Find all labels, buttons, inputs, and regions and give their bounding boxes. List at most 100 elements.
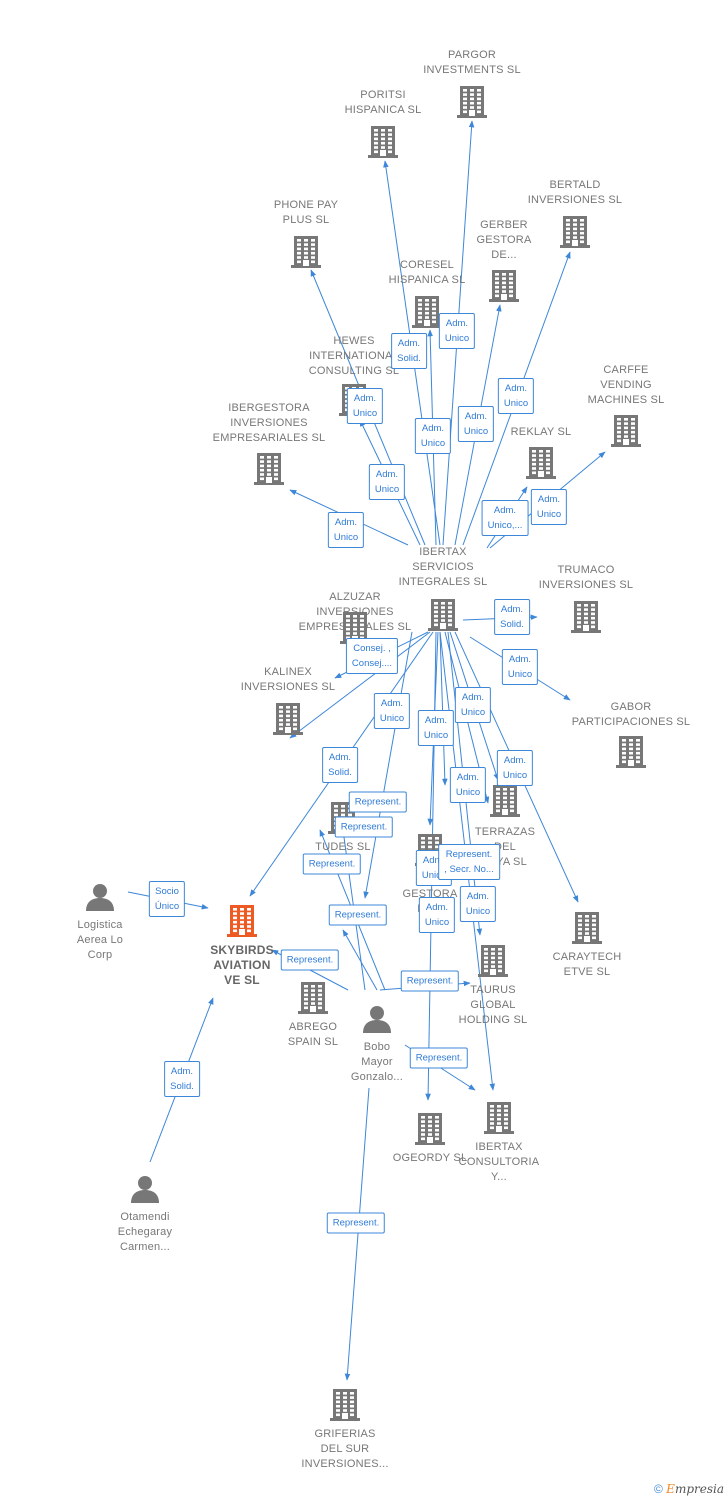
node-label: HEWES INTERNATIONAL CONSULTING SL xyxy=(308,335,400,377)
edge-label[interactable]: Represent. xyxy=(400,970,460,992)
footer-brand: © Empresia xyxy=(654,1482,724,1496)
node-trumaco[interactable]: TRUMACO INVERSIONES SL xyxy=(526,563,646,633)
node-reklay[interactable]: REKLAY SL xyxy=(481,425,601,479)
edge-label[interactable]: Adm. Unico xyxy=(501,649,539,685)
node-label: SKYBIRDS AVIATION VE SL xyxy=(210,943,274,987)
node-logistica[interactable]: Logistica Aerea Lo Corp xyxy=(40,884,160,963)
node-abrego[interactable]: ABREGO SPAIN SL xyxy=(253,982,373,1050)
node-label: PHONE PAY PLUS SL xyxy=(273,199,339,226)
node-skybirds[interactable]: SKYBIRDS AVIATION VE SL xyxy=(182,905,302,988)
building-icon xyxy=(412,294,442,328)
building-icon xyxy=(616,734,646,768)
node-label: BERTALD INVERSIONES SL xyxy=(527,179,623,206)
building-icon xyxy=(273,701,303,735)
node-coresel[interactable]: CORESEL HISPANICA SL xyxy=(367,258,487,328)
edge-line xyxy=(342,929,378,991)
building-icon xyxy=(484,1100,514,1134)
node-label: GRIFERIAS DEL SUR INVERSIONES... xyxy=(301,1428,389,1470)
node-alzuzar[interactable]: ALZUZAR INVERSIONES EMPRESARIALES SL xyxy=(295,590,415,644)
building-icon xyxy=(457,84,487,118)
edge-label[interactable]: Adm. Unico xyxy=(459,886,497,922)
edge-label[interactable]: Represent. xyxy=(328,904,388,926)
edge-line xyxy=(363,631,413,899)
node-poritsi[interactable]: PORITSI HISPANICA SL xyxy=(323,88,443,158)
edge-label[interactable]: Represent. xyxy=(334,816,394,838)
node-gerber[interactable]: GERBER GESTORA DE... xyxy=(444,218,564,302)
building-icon xyxy=(611,413,641,447)
edge-label[interactable]: Adm. Solid. xyxy=(322,747,358,783)
node-label: CARAYTECH ETVE SL xyxy=(552,951,622,978)
person-icon xyxy=(362,1004,392,1038)
edge-label[interactable]: Adm. Unico xyxy=(418,897,456,933)
node-phonepay[interactable]: PHONE PAY PLUS SL xyxy=(246,198,366,268)
building-icon xyxy=(415,1111,445,1145)
edge-label[interactable]: Adm. Unico xyxy=(454,687,492,723)
building-icon xyxy=(428,597,458,631)
building-icon xyxy=(571,599,601,633)
node-ogeordy[interactable]: OGEORDY SL xyxy=(370,1113,490,1166)
building-icon xyxy=(227,903,257,937)
building-icon xyxy=(254,451,284,485)
node-taurus[interactable]: TAURUS GLOBAL HOLDING SL xyxy=(433,945,553,1028)
edge-label[interactable]: Represent. xyxy=(280,949,340,971)
building-icon xyxy=(298,980,328,1014)
edge-label[interactable]: Socio Único xyxy=(148,881,186,917)
edge-label[interactable]: Represent. xyxy=(326,1212,386,1234)
edge-label[interactable]: Adm. Unico xyxy=(497,378,535,414)
edge-label[interactable]: Adm. Unico xyxy=(530,489,568,525)
brand-logo: Empresia xyxy=(666,1482,724,1496)
edge-label[interactable]: Adm. Unico xyxy=(368,464,406,500)
edge-label[interactable]: Represent. xyxy=(348,791,408,813)
node-ibergestora[interactable]: IBERGESTORA INVERSIONES EMPRESARIALES SL xyxy=(209,401,329,485)
edge-label[interactable]: Adm. Solid. xyxy=(494,599,530,635)
node-label: Logistica Aerea Lo Corp xyxy=(76,919,124,961)
node-label: Bobo Mayor Gonzalo... xyxy=(350,1041,404,1083)
edge-label[interactable]: Represent. , Secr. No... xyxy=(438,844,500,880)
building-icon xyxy=(330,1387,360,1421)
node-griferias[interactable]: GRIFERIAS DEL SUR INVERSIONES... xyxy=(285,1389,405,1472)
edge-line xyxy=(289,631,431,739)
edge-line xyxy=(439,631,448,786)
edge-label[interactable]: Adm. Unico xyxy=(373,693,411,729)
node-kalinex[interactable]: KALINEX INVERSIONES SL xyxy=(228,665,348,735)
person-icon xyxy=(85,882,115,916)
edges-layer xyxy=(127,120,606,1381)
edge-label[interactable]: Represent. xyxy=(409,1047,469,1069)
node-label: GERBER GESTORA DE... xyxy=(476,219,532,261)
edge-label[interactable]: Adm. Unico,... xyxy=(481,500,529,536)
edge-label[interactable]: Adm. Unico xyxy=(438,313,476,349)
edge-label[interactable]: Adm. Solid. xyxy=(391,333,427,369)
node-label: PORITSI HISPANICA SL xyxy=(344,89,422,116)
node-label: ABREGO SPAIN SL xyxy=(287,1021,339,1048)
edge-label[interactable]: Adm. Unico xyxy=(457,406,495,442)
node-pargor[interactable]: PARGOR INVESTMENTS SL xyxy=(412,48,532,118)
node-label: IBERTAX SERVICIOS INTEGRALES SL xyxy=(398,546,488,588)
node-caraytech[interactable]: CARAYTECH ETVE SL xyxy=(527,912,647,980)
edge-label[interactable]: Adm. Solid. xyxy=(164,1061,200,1097)
edge-label[interactable]: Adm. Unico xyxy=(327,512,365,548)
edge-label[interactable]: Adm. Unico xyxy=(414,418,452,454)
node-gabor[interactable]: GABOR PARTICIPACIONES SL xyxy=(571,700,691,768)
building-icon xyxy=(526,445,556,479)
edge-label[interactable]: Adm. Unico xyxy=(417,710,455,746)
building-icon xyxy=(478,943,508,977)
building-icon xyxy=(340,610,370,644)
building-icon xyxy=(490,783,520,817)
node-label: Otamendi Echegaray Carmen... xyxy=(117,1211,173,1253)
node-label: OGEORDY SL xyxy=(392,1152,468,1164)
edge-label[interactable]: Adm. Unico xyxy=(449,767,487,803)
node-bertald[interactable]: BERTALD INVERSIONES SL xyxy=(515,178,635,248)
node-carffe[interactable]: CARFFE VENDING MACHINES SL xyxy=(566,363,686,447)
node-label: CORESEL HISPANICA SL xyxy=(388,259,466,286)
node-label: IBERGESTORA INVERSIONES EMPRESARIALES SL xyxy=(212,402,326,444)
node-ibertax_si[interactable]: IBERTAX SERVICIOS INTEGRALES SL xyxy=(383,545,503,631)
node-otamendi[interactable]: Otamendi Echegaray Carmen... xyxy=(85,1176,205,1255)
edge-label[interactable]: Consej. , Consej.... xyxy=(345,638,399,674)
person-icon xyxy=(130,1174,160,1208)
edge-label[interactable]: Adm. Unico xyxy=(496,750,534,786)
edge-label[interactable]: Represent. xyxy=(302,853,362,875)
node-ibertax_c[interactable]: IBERTAX CONSULTORIA Y... xyxy=(439,1102,559,1185)
node-label: TUDES SL xyxy=(315,841,371,853)
edge-label[interactable]: Adm. Unico xyxy=(346,388,384,424)
node-bobo[interactable]: Bobo Mayor Gonzalo... xyxy=(317,1006,437,1085)
